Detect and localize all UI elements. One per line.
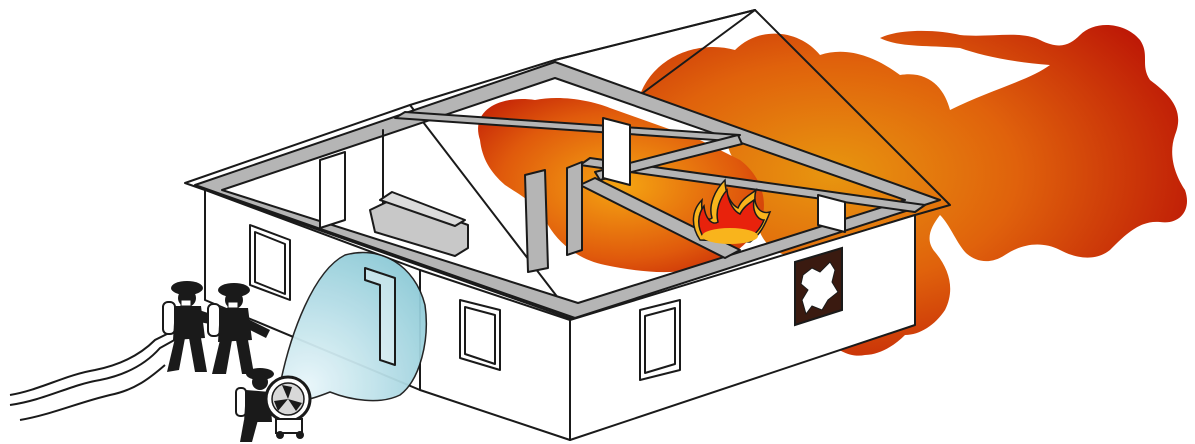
interior-door-1	[603, 118, 630, 185]
window-front-1	[460, 300, 500, 370]
ventilation-fan-icon	[266, 377, 310, 439]
window-front-2	[640, 300, 680, 380]
interior-door-2	[818, 195, 845, 232]
interior-wall-6	[567, 162, 582, 255]
interior-wall-5	[525, 170, 548, 272]
hose-extension	[20, 365, 165, 420]
interior-door-3	[320, 152, 345, 228]
hose-icon	[10, 330, 178, 405]
